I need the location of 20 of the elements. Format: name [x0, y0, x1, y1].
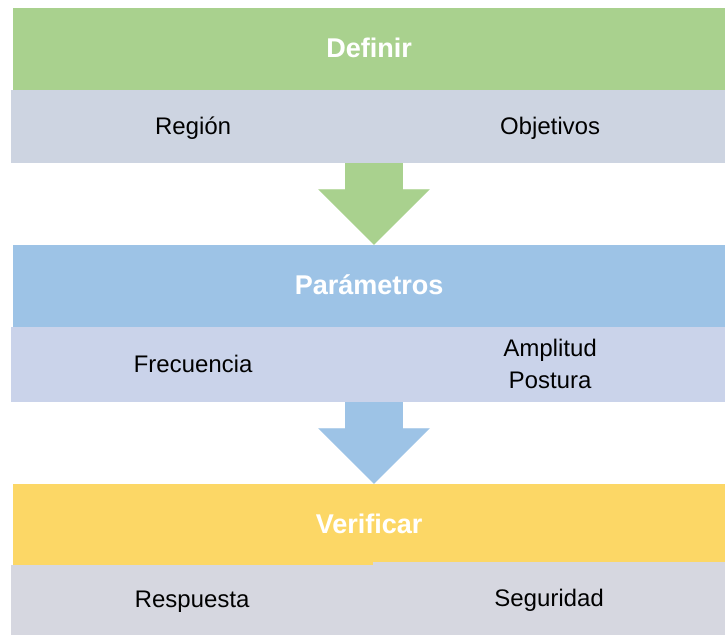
cell-label: Objetivos	[500, 112, 600, 142]
block-arrow	[318, 402, 430, 484]
cell-label: Frecuencia	[134, 350, 252, 380]
cell-label: Respuesta	[134, 585, 250, 616]
item-cell	[373, 562, 725, 635]
cell-label: Seguridad	[494, 584, 604, 614]
item-cell	[11, 327, 375, 402]
cell-label: Verificar	[316, 508, 422, 541]
cell-label: Región	[154, 112, 232, 142]
item-cell	[375, 327, 725, 402]
item-cell	[375, 90, 725, 163]
item-cell	[11, 565, 373, 635]
block-arrow	[318, 163, 430, 245]
cell-label: Amplitud Postura	[502, 334, 598, 396]
cell-label: Parámetros	[294, 269, 444, 302]
stage-header-band	[13, 245, 725, 327]
cell-label: Definir	[326, 32, 412, 66]
stage-header-band	[13, 8, 725, 90]
item-cell	[11, 90, 375, 163]
stage-header-band	[13, 484, 725, 565]
